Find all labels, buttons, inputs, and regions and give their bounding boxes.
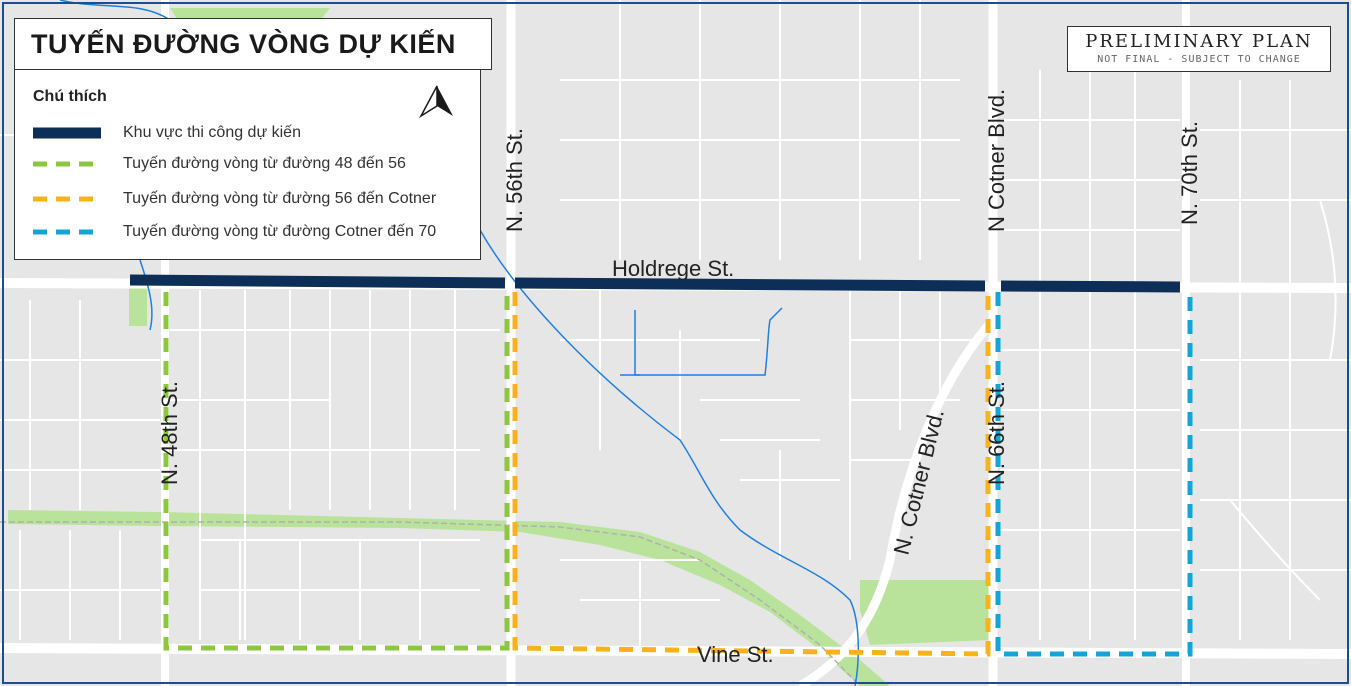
street-grid xyxy=(0,0,1351,650)
legend-swatch-blue-dashed xyxy=(33,229,101,235)
label-n48: N. 48th St. xyxy=(157,381,182,485)
stamp-main: PRELIMINARY PLAN xyxy=(1085,31,1313,52)
legend: Chú thích Khu vực thi công dự kiến Tuyến… xyxy=(14,70,481,260)
legend-label: Tuyến đường vòng từ đường 56 đến Cotner xyxy=(123,190,437,207)
legend-swatch-orange-dashed xyxy=(33,196,101,202)
label-n56: N. 56th St. xyxy=(502,128,527,232)
legend-item-construction: Khu vực thi công dự kiến xyxy=(33,122,301,144)
legend-label: Tuyến đường vòng từ đường Cotner đến 70 xyxy=(123,223,437,240)
preliminary-stamp: PRELIMINARY PLAN NOT FINAL - SUBJECT TO … xyxy=(1067,26,1331,72)
detour-48-56 xyxy=(163,292,510,651)
stamp-sub: NOT FINAL - SUBJECT TO CHANGE xyxy=(1097,54,1301,65)
legend-item-detour-56-cotner: Tuyến đường vòng từ đường 56 đến Cotner xyxy=(33,188,436,210)
north-arrow-icon xyxy=(419,85,453,118)
construction-area xyxy=(129,274,1181,293)
label-n70: N. 70th St. xyxy=(1177,121,1202,225)
label-holdrege: Holdrege St. xyxy=(612,256,734,281)
map-title-box: TUYẾN ĐƯỜNG VÒNG DỰ KIẾN xyxy=(14,18,492,70)
legend-item-detour-cotner-70: Tuyến đường vòng từ đường Cotner đến 70 xyxy=(33,221,436,243)
legend-swatch-green-dashed xyxy=(33,161,101,167)
map-title: TUYẾN ĐƯỜNG VÒNG DỰ KIẾN xyxy=(31,28,456,59)
legend-swatch-solid xyxy=(33,127,101,139)
legend-heading: Chú thích xyxy=(33,88,107,105)
legend-item-detour-48-56: Tuyến đường vòng từ đường 48 đến 56 xyxy=(33,153,406,175)
detour-routes xyxy=(163,292,1193,657)
railway xyxy=(0,521,861,686)
label-n66: N. 66th St. xyxy=(984,381,1009,485)
label-vine: Vine St. xyxy=(697,642,774,667)
legend-label: Khu vực thi công dự kiến xyxy=(123,124,301,141)
label-cotner-top: N Cotner Blvd. xyxy=(984,89,1009,232)
legend-label: Tuyến đường vòng từ đường 48 đến 56 xyxy=(123,155,406,172)
